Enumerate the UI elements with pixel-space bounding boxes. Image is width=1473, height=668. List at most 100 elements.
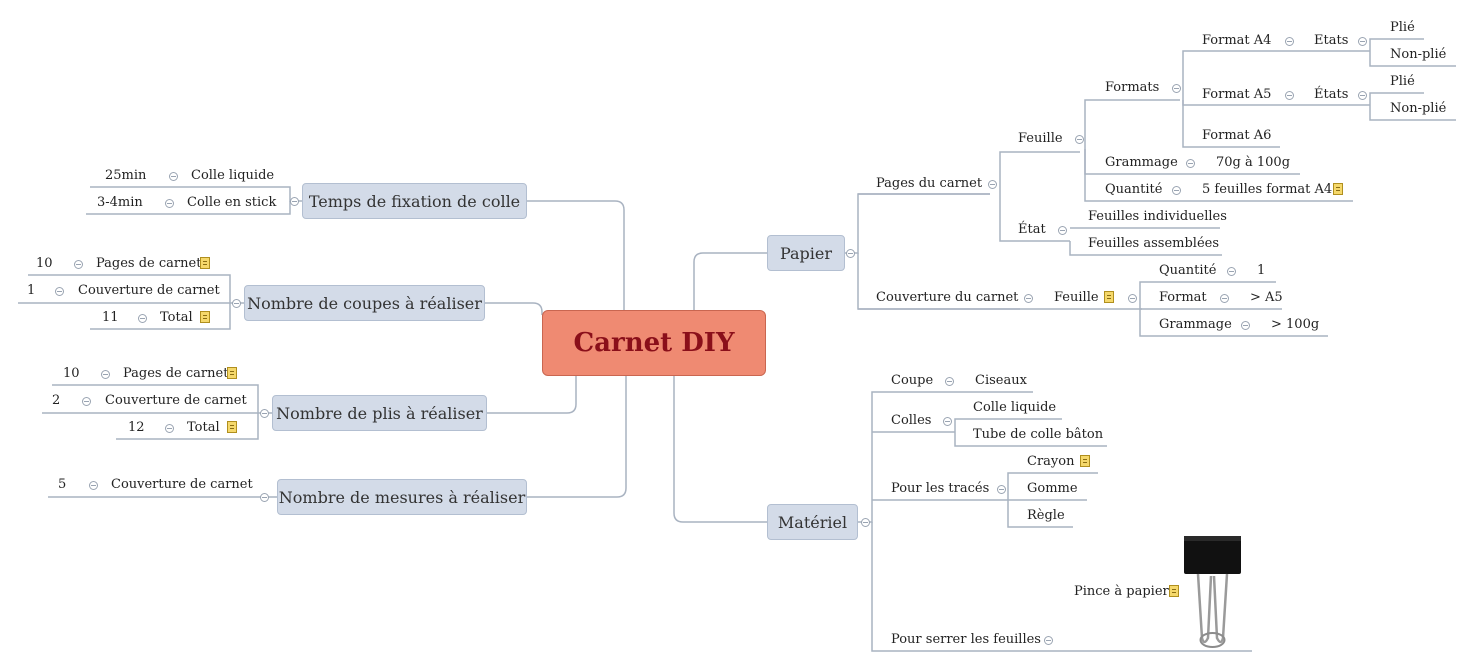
collapse-icon[interactable] [1058,226,1067,235]
topic-a4-plie[interactable]: Plié [1390,20,1415,35]
topic-colle-en-stick[interactable]: Colle en stick [187,195,277,210]
collapse-icon[interactable] [1044,636,1053,645]
topic-format-a5[interactable]: Format A5 [1202,87,1272,102]
collapse-icon[interactable] [1075,135,1084,144]
branch-papier[interactable]: Papier [767,235,845,271]
value-25min[interactable]: 25min [105,168,147,183]
branch-materiel[interactable]: Matériel [767,504,858,540]
topic-format-a4[interactable]: Format A4 [1202,33,1272,48]
topic-colles[interactable]: Colles [891,413,932,428]
topic-a5-plie[interactable]: Plié [1390,74,1415,89]
collapse-icon[interactable] [165,199,174,208]
topic-crayon[interactable]: Crayon [1027,454,1075,469]
value-mesures-couverture[interactable]: 5 [58,477,67,492]
topic-colle-liquide-temps[interactable]: Colle liquide [191,168,275,183]
collapse-icon[interactable] [260,409,269,418]
branch-nombre-coupes[interactable]: Nombre de coupes à réaliser [244,285,485,321]
collapse-icon[interactable] [1285,37,1294,46]
topic-gomme[interactable]: Gomme [1027,481,1078,496]
collapse-icon[interactable] [997,485,1006,494]
value-coupes-couverture[interactable]: 1 [27,283,36,298]
collapse-icon[interactable] [101,370,110,379]
topic-pages-du-carnet[interactable]: Pages du carnet [876,176,983,191]
note-icon[interactable] [200,257,210,269]
collapse-icon[interactable] [846,249,855,258]
collapse-icon[interactable] [138,314,147,323]
value-coupes-total[interactable]: 11 [102,310,119,325]
collapse-icon[interactable] [943,417,952,426]
topic-grammage-value[interactable]: 70g à 100g [1216,155,1291,170]
collapse-icon[interactable] [1358,91,1367,100]
central-topic[interactable]: Carnet DIY [542,310,766,376]
topic-couverture-grammage-value[interactable]: > 100g [1271,317,1320,332]
topic-ciseaux[interactable]: Ciseaux [975,373,1027,388]
topic-quantite[interactable]: Quantité [1105,182,1163,197]
branch-nombre-plis[interactable]: Nombre de plis à réaliser [272,395,487,431]
value-plis-pages[interactable]: 10 [63,366,80,381]
topic-pince-a-papier[interactable]: Pince à papier [1074,584,1169,599]
topic-couverture-grammage[interactable]: Grammage [1159,317,1232,332]
collapse-icon[interactable] [290,197,299,206]
topic-couverture-feuille[interactable]: Feuille [1054,290,1099,305]
topic-couverture-format[interactable]: Format [1159,290,1207,305]
collapse-icon[interactable] [74,260,83,269]
topic-regle[interactable]: Règle [1027,508,1065,523]
topic-coupes-pages-de-carnet[interactable]: Pages de carnet [96,256,202,271]
collapse-icon[interactable] [232,299,241,308]
topic-etat[interactable]: État [1018,222,1046,237]
topic-plis-total[interactable]: Total [187,420,220,435]
topic-mesures-couverture-de-carnet[interactable]: Couverture de carnet [111,477,253,492]
topic-etats-a4[interactable]: Etats [1314,33,1349,48]
topic-couverture-quantite-value[interactable]: 1 [1257,263,1266,278]
collapse-icon[interactable] [861,518,870,527]
note-icon[interactable] [200,311,210,323]
collapse-icon[interactable] [988,180,997,189]
collapse-icon[interactable] [1227,267,1236,276]
topic-coupe[interactable]: Coupe [891,373,934,388]
topic-plis-pages-de-carnet[interactable]: Pages de carnet [123,366,229,381]
topic-tube-colle-baton[interactable]: Tube de colle bâton [973,427,1104,442]
note-icon[interactable] [1080,455,1090,467]
branch-temps-fixation[interactable]: Temps de fixation de colle [302,183,527,219]
topic-colle-liquide[interactable]: Colle liquide [973,400,1057,415]
topic-pour-serrer-les-feuilles[interactable]: Pour serrer les feuilles [891,632,1041,647]
value-plis-couverture[interactable]: 2 [52,393,61,408]
note-icon[interactable] [1333,183,1343,195]
topic-etats-a5[interactable]: États [1314,87,1349,102]
collapse-icon[interactable] [1241,321,1250,330]
collapse-icon[interactable] [1220,294,1229,303]
topic-feuille[interactable]: Feuille [1018,131,1063,146]
collapse-icon[interactable] [55,287,64,296]
note-icon[interactable] [227,367,237,379]
topic-plis-couverture-de-carnet[interactable]: Couverture de carnet [105,393,247,408]
topic-a4-non-plie[interactable]: Non-plié [1390,47,1447,62]
topic-feuilles-individuelles[interactable]: Feuilles individuelles [1088,209,1227,224]
collapse-icon[interactable] [1172,84,1181,93]
topic-format-a6[interactable]: Format A6 [1202,128,1272,143]
topic-feuilles-assemblees[interactable]: Feuilles assemblées [1088,236,1219,251]
collapse-icon[interactable] [165,424,174,433]
topic-couverture-format-value[interactable]: > A5 [1250,290,1283,305]
collapse-icon[interactable] [260,493,269,502]
collapse-icon[interactable] [89,481,98,490]
topic-couverture-du-carnet[interactable]: Couverture du carnet [876,290,1019,305]
branch-nombre-mesures[interactable]: Nombre de mesures à réaliser [277,479,527,515]
topic-coupes-couverture-de-carnet[interactable]: Couverture de carnet [78,283,220,298]
collapse-icon[interactable] [1172,186,1181,195]
topic-formats[interactable]: Formats [1105,80,1160,95]
topic-quantite-value[interactable]: 5 feuilles format A4 [1202,182,1333,197]
value-plis-total[interactable]: 12 [128,420,145,435]
collapse-icon[interactable] [169,172,178,181]
collapse-icon[interactable] [945,377,954,386]
collapse-icon[interactable] [1186,159,1195,168]
topic-a5-non-plie[interactable]: Non-plié [1390,101,1447,116]
value-coupes-pages[interactable]: 10 [36,256,53,271]
collapse-icon[interactable] [1285,91,1294,100]
topic-grammage[interactable]: Grammage [1105,155,1178,170]
collapse-icon[interactable] [1128,294,1137,303]
value-3-4min[interactable]: 3-4min [97,195,143,210]
collapse-icon[interactable] [82,397,91,406]
collapse-icon[interactable] [1358,37,1367,46]
collapse-icon[interactable] [1024,294,1033,303]
topic-pour-les-traces[interactable]: Pour les tracés [891,481,990,496]
